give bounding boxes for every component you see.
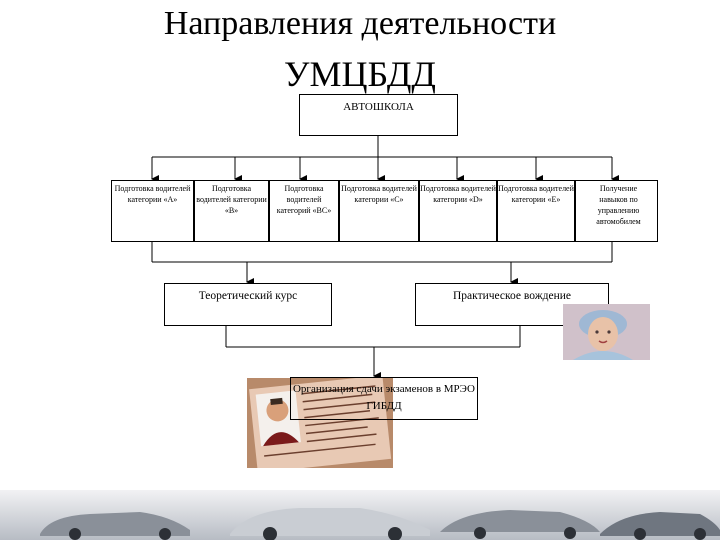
- driver-license-photo: [247, 378, 393, 468]
- category-box-b: Подготовка водителей категории «В»: [194, 180, 269, 242]
- theory-course-box: Теоретический курс: [164, 283, 332, 326]
- woman-portrait-photo: [563, 304, 650, 360]
- root-box-autoschool: АВТОШКОЛА: [299, 94, 458, 136]
- cars-banner: [0, 490, 720, 540]
- page-title-line2: УМЦБДД: [284, 54, 436, 94]
- category-box-skills: Получение навыков по управлению автомоби…: [575, 180, 658, 242]
- category-box-e: Подготовка водителей категории «Е»: [497, 180, 575, 242]
- category-box-a: Подготовка водителей категории «А»: [111, 180, 194, 242]
- category-box-c: Подготовка водителей категории «С»: [339, 180, 419, 242]
- category-box-d: Подготовка водителей категории «D»: [419, 180, 497, 242]
- category-box-bc: Подготовка водителей категорий «ВС»: [269, 180, 339, 242]
- page-title-line1: Направления деятельности: [163, 5, 557, 42]
- exam-organization-box: Организация сдачи экзаменов в МРЭО ГИБДД: [290, 377, 478, 420]
